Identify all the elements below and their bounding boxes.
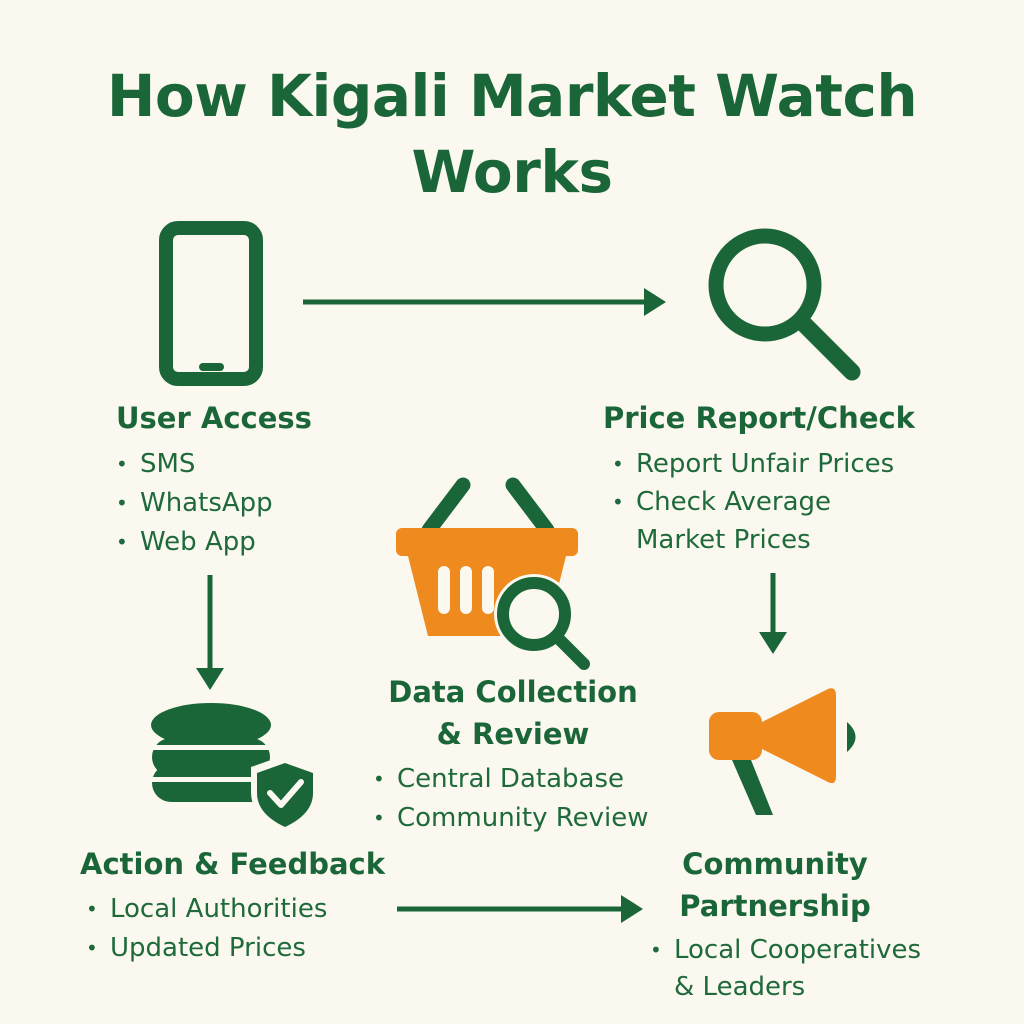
list-item: Check Average bbox=[612, 483, 894, 521]
list-item: Local Authorities bbox=[86, 890, 327, 929]
list-item: WhatsApp bbox=[116, 484, 273, 523]
community-heading-line2: Partnership bbox=[679, 889, 871, 923]
arrow-right-top bbox=[303, 288, 666, 316]
arrow-down-left bbox=[196, 575, 224, 690]
community-list: Local Cooperatives & Leaders bbox=[650, 932, 921, 1006]
list-item: Community Review bbox=[373, 799, 649, 838]
list-item: Updated Prices bbox=[86, 929, 327, 968]
data-collection-heading-line1: Data Collection bbox=[388, 675, 638, 709]
database-shield-icon bbox=[150, 703, 319, 834]
user-access-heading: User Access bbox=[116, 401, 312, 435]
list-item-continuation: & Leaders bbox=[674, 972, 806, 1002]
data-collection-heading-line2: & Review bbox=[436, 717, 590, 751]
magnifier-icon bbox=[708, 228, 861, 381]
basket-search-icon bbox=[396, 477, 590, 670]
action-feedback-list: Local Authorities Updated Prices bbox=[86, 890, 327, 968]
megaphone-icon bbox=[709, 688, 856, 815]
data-collection-heading: Data Collection & Review bbox=[388, 671, 638, 755]
list-item: SMS bbox=[116, 445, 273, 484]
list-item: Report Unfair Prices bbox=[612, 445, 894, 483]
data-collection-list: Central Database Community Review bbox=[373, 760, 649, 838]
list-item: Local Cooperatives bbox=[650, 932, 921, 969]
page-title: How Kigali Market Watch Works bbox=[0, 58, 1024, 210]
list-item-continuation: Market Prices bbox=[636, 525, 811, 555]
price-report-heading: Price Report/Check bbox=[603, 401, 915, 435]
arrow-right-bottom bbox=[397, 895, 643, 923]
user-access-list: SMS WhatsApp Web App bbox=[116, 445, 273, 562]
community-heading: Community Partnership bbox=[665, 843, 885, 927]
list-item: Central Database bbox=[373, 760, 649, 799]
page-title-line2: Works bbox=[411, 138, 613, 206]
action-feedback-heading: Action & Feedback bbox=[80, 847, 386, 881]
page-title-line1: How Kigali Market Watch bbox=[106, 62, 918, 130]
smartphone-icon bbox=[159, 221, 263, 386]
community-heading-line1: Community bbox=[682, 847, 868, 881]
price-report-list: Report Unfair Prices Check Average Marke… bbox=[612, 445, 894, 559]
arrow-down-right bbox=[759, 573, 787, 654]
list-item: Web App bbox=[116, 523, 273, 562]
